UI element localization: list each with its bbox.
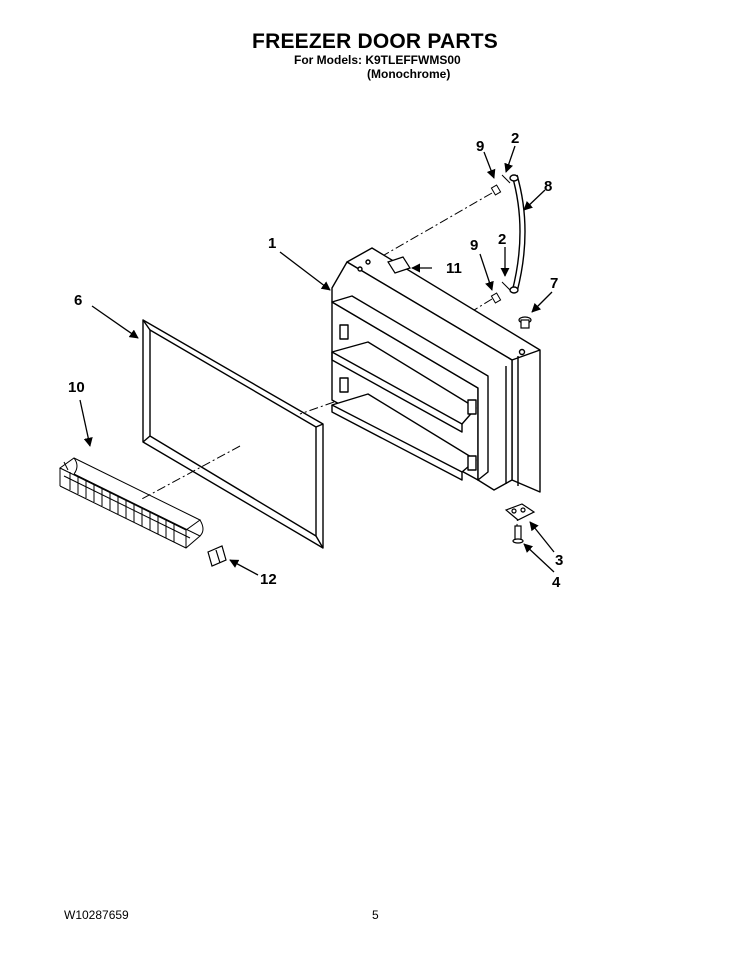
model-variant: (Monochrome) [367, 67, 451, 81]
hole-plug [518, 316, 532, 329]
callout-11: 11 [446, 260, 462, 277]
callout-leaders [79, 145, 555, 576]
freezer-door [331, 247, 541, 493]
page-title: FREEZER DOOR PARTS [252, 30, 498, 53]
door-label-decal [387, 256, 411, 274]
callout-7: 7 [550, 275, 558, 292]
callout-12: 12 [260, 571, 277, 588]
models-line: For Models: K9TLEFFWMS00 [294, 53, 461, 67]
callout-9-lower: 9 [470, 237, 478, 254]
callout-4: 4 [552, 574, 561, 591]
callout-6: 6 [74, 292, 82, 309]
door-handle [509, 174, 526, 294]
hinge-bracket [504, 503, 536, 521]
callout-9-upper: 9 [476, 138, 484, 155]
callout-2-upper: 2 [511, 130, 519, 147]
callout-2-lower: 2 [498, 231, 506, 248]
callout-10: 10 [68, 379, 85, 396]
callout-1: 1 [268, 235, 276, 252]
basket-clip [207, 545, 227, 567]
door-gasket [142, 319, 324, 549]
callout-3: 3 [555, 552, 563, 569]
handle-screws [490, 174, 511, 304]
callout-8: 8 [544, 178, 552, 195]
wire-basket [59, 457, 204, 549]
hinge-screw [512, 525, 524, 544]
page-number: 5 [372, 908, 379, 922]
document-number: W10287659 [64, 908, 129, 922]
